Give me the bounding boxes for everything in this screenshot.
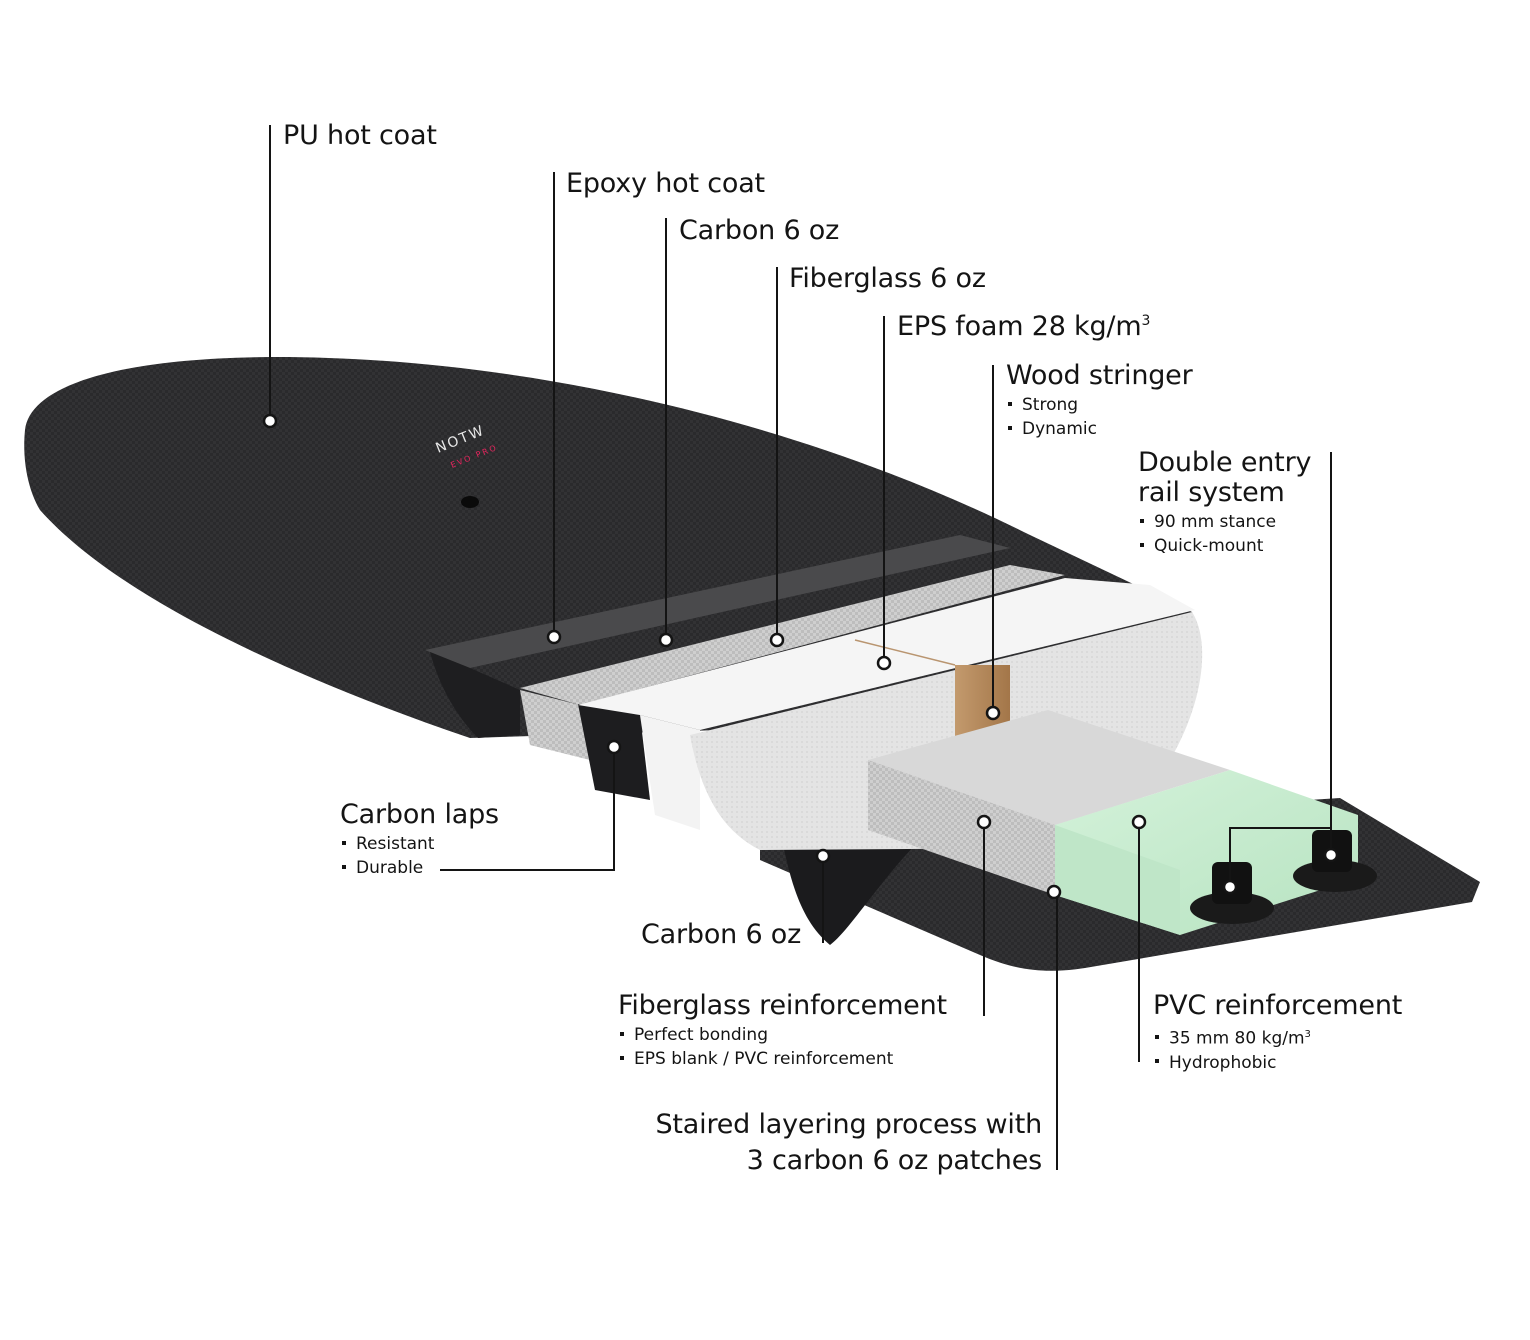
- pvc-reinf-bullet-1: 35 mm 80 kg/m3: [1153, 1023, 1402, 1051]
- label-staired-layering: Staired layering process with 3 carbon 6…: [655, 1111, 1042, 1174]
- label-double-entry: Double entry rail system 90 mm stance Qu…: [1138, 449, 1311, 558]
- label-epoxy-hot-coat: Epoxy hot coat: [566, 170, 765, 197]
- label-carbon-bottom: Carbon 6 oz: [641, 921, 801, 948]
- band-white-front: [640, 715, 700, 830]
- fiberglass-reinf-bullet-1: Perfect bonding: [618, 1023, 947, 1047]
- staired-line-2: 3 carbon 6 oz patches: [655, 1147, 1042, 1174]
- label-eps-foam: EPS foam 28 kg/m3: [897, 313, 1150, 340]
- eps-foam-sup: 3: [1141, 313, 1150, 329]
- carbon-laps-title: Carbon laps: [340, 801, 499, 828]
- fiberglass-reinf-bullet-2: EPS blank / PVC reinforcement: [618, 1047, 947, 1071]
- fiberglass-reinf-title: Fiberglass reinforcement: [618, 992, 947, 1019]
- pvc-reinf-title: PVC reinforcement: [1153, 992, 1402, 1019]
- label-carbon-laps: Carbon laps Resistant Durable: [340, 801, 499, 880]
- label-pvc-reinforcement: PVC reinforcement 35 mm 80 kg/m3 Hydroph…: [1153, 992, 1402, 1075]
- staired-line-1: Staired layering process with: [655, 1111, 1042, 1138]
- double-entry-line-1: Double entry: [1138, 449, 1311, 476]
- label-pu-hot-coat: PU hot coat: [283, 122, 437, 149]
- wood-stringer-title: Wood stringer: [1006, 362, 1193, 389]
- wood-stringer-bullet-1: Strong: [1006, 393, 1193, 417]
- wood-stringer-bullet-2: Dynamic: [1006, 417, 1193, 441]
- label-fiberglass: Fiberglass 6 oz: [789, 265, 986, 292]
- label-wood-stringer: Wood stringer Strong Dynamic: [1006, 362, 1193, 441]
- double-entry-bullet-1: 90 mm stance: [1138, 510, 1311, 534]
- pvc-reinf-bullet-2: Hydrophobic: [1153, 1051, 1402, 1075]
- double-entry-bullet-2: Quick-mount: [1138, 534, 1311, 558]
- carbon-laps-bullet-1: Resistant: [340, 832, 499, 856]
- deck-plug-icon: [461, 496, 479, 508]
- double-entry-line-2: rail system: [1138, 479, 1311, 506]
- label-fiberglass-reinforcement: Fiberglass reinforcement Perfect bonding…: [618, 992, 947, 1071]
- eps-foam-text: EPS foam 28 kg/m: [897, 311, 1141, 342]
- carbon-laps-bullet-2: Durable: [340, 856, 499, 880]
- label-carbon-top: Carbon 6 oz: [679, 217, 839, 244]
